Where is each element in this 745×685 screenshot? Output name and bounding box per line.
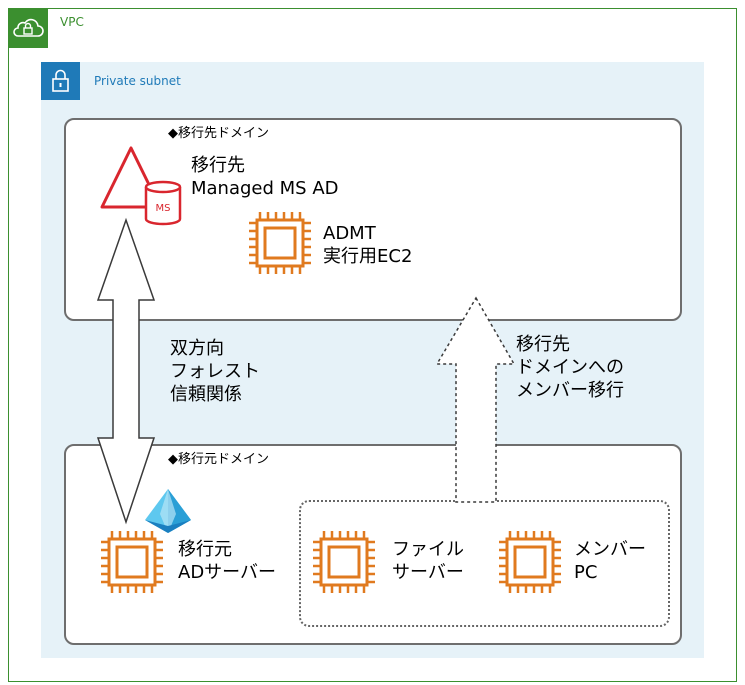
migration-label-line1: 移行先 [516,334,570,355]
vpc-frame [8,8,737,682]
subnet-label: Private subnet [94,74,181,88]
ad-server-label-line1: 移行元 [178,539,232,560]
admt-label-line1: ADMT [323,223,376,244]
trust-label-line1: 双方向 [170,338,224,359]
trust-double-arrow [96,217,156,525]
member-pc-label-line1: メンバー [574,539,646,560]
managed-ad-badge: MS [156,203,171,214]
target-domain-title: ◆移行先ドメイン [168,126,269,141]
ad-server-label-line2: ADサーバー [178,562,276,583]
source-domain-title: ◆移行元ドメイン [168,452,269,467]
trust-label-line2: フォレスト [170,361,260,382]
migration-label-line3: メンバー移行 [516,380,624,401]
padlock-icon [52,69,69,92]
file-server-label-line2: サーバー [392,562,464,583]
file-server-label-line1: ファイル [392,539,464,560]
cloud-lock-icon [13,18,44,37]
admt-ec2-chip-icon [247,210,313,276]
subnet-badge [41,62,80,100]
managed-ad-label-line1: 移行先 [191,155,245,176]
source-domain-box [64,444,682,645]
azure-ad-pyramid-icon [145,489,191,533]
managed-ad-icon: MS [100,146,182,226]
member-pc-chip-icon [497,529,563,595]
trust-label-line3: 信頼関係 [170,384,242,405]
vpc-label: VPC [60,15,84,29]
migration-up-arrow [435,296,516,503]
file-server-chip-icon [311,529,377,595]
vpc-badge [8,8,48,48]
migration-label-line2: ドメインへの [516,357,624,378]
managed-ad-label-line2: Managed MS AD [191,178,339,199]
member-pc-label-line2: PC [574,562,598,583]
ad-server-chip-icon [99,529,165,595]
admt-label-line2: 実行用EC2 [323,246,413,267]
